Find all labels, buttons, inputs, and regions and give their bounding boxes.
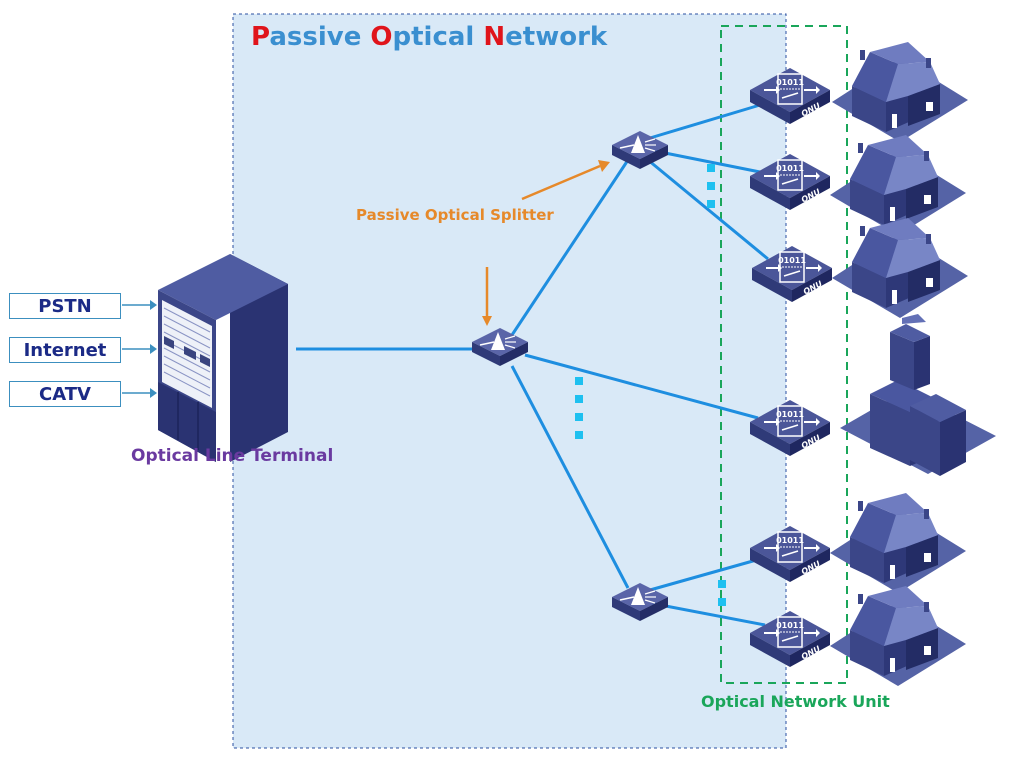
- title-initial: N: [483, 22, 506, 52]
- house-icon: [832, 218, 968, 318]
- more-links-ellipsis: [575, 164, 726, 606]
- fiber-split3-onu6: [649, 601, 766, 627]
- service-internet: Internet: [9, 337, 121, 363]
- title-initial: O: [370, 22, 393, 52]
- diagram-title: Passive Optical Network: [251, 22, 607, 52]
- fiber-split1-split2: [508, 159, 630, 339]
- title-word: etwork: [505, 22, 608, 52]
- title-initial: P: [251, 22, 270, 52]
- fiber-links: [296, 103, 769, 627]
- onu-label: Optical Network Unit: [701, 692, 890, 711]
- olt-device-icon: [157, 253, 289, 463]
- fiber-split1-split3: [510, 365, 630, 589]
- building-icon: [840, 314, 996, 476]
- title-word: assive: [269, 22, 371, 52]
- service-arrows: [122, 300, 157, 398]
- splitter-arrows: [482, 160, 610, 326]
- fiber-split1-onu4: [524, 353, 759, 420]
- olt-label: Optical Line Terminal: [131, 446, 334, 466]
- service-catv: CATV: [9, 381, 121, 407]
- fiber-split2-onu3: [647, 158, 769, 261]
- fiber-split3-onu5: [649, 557, 761, 592]
- house-icon: [830, 135, 966, 235]
- title-word: ptical: [392, 22, 484, 52]
- house-icon: [830, 493, 966, 593]
- house-icon: [832, 42, 968, 142]
- house-icon: [830, 586, 966, 686]
- onu-region: [720, 25, 848, 684]
- splitter-label: Passive Optical Splitter: [356, 206, 554, 224]
- pon-region: [232, 13, 787, 749]
- fiber-split2-onu2: [649, 148, 761, 174]
- service-pstn: PSTN: [9, 293, 121, 319]
- fiber-split2-onu1: [649, 103, 761, 140]
